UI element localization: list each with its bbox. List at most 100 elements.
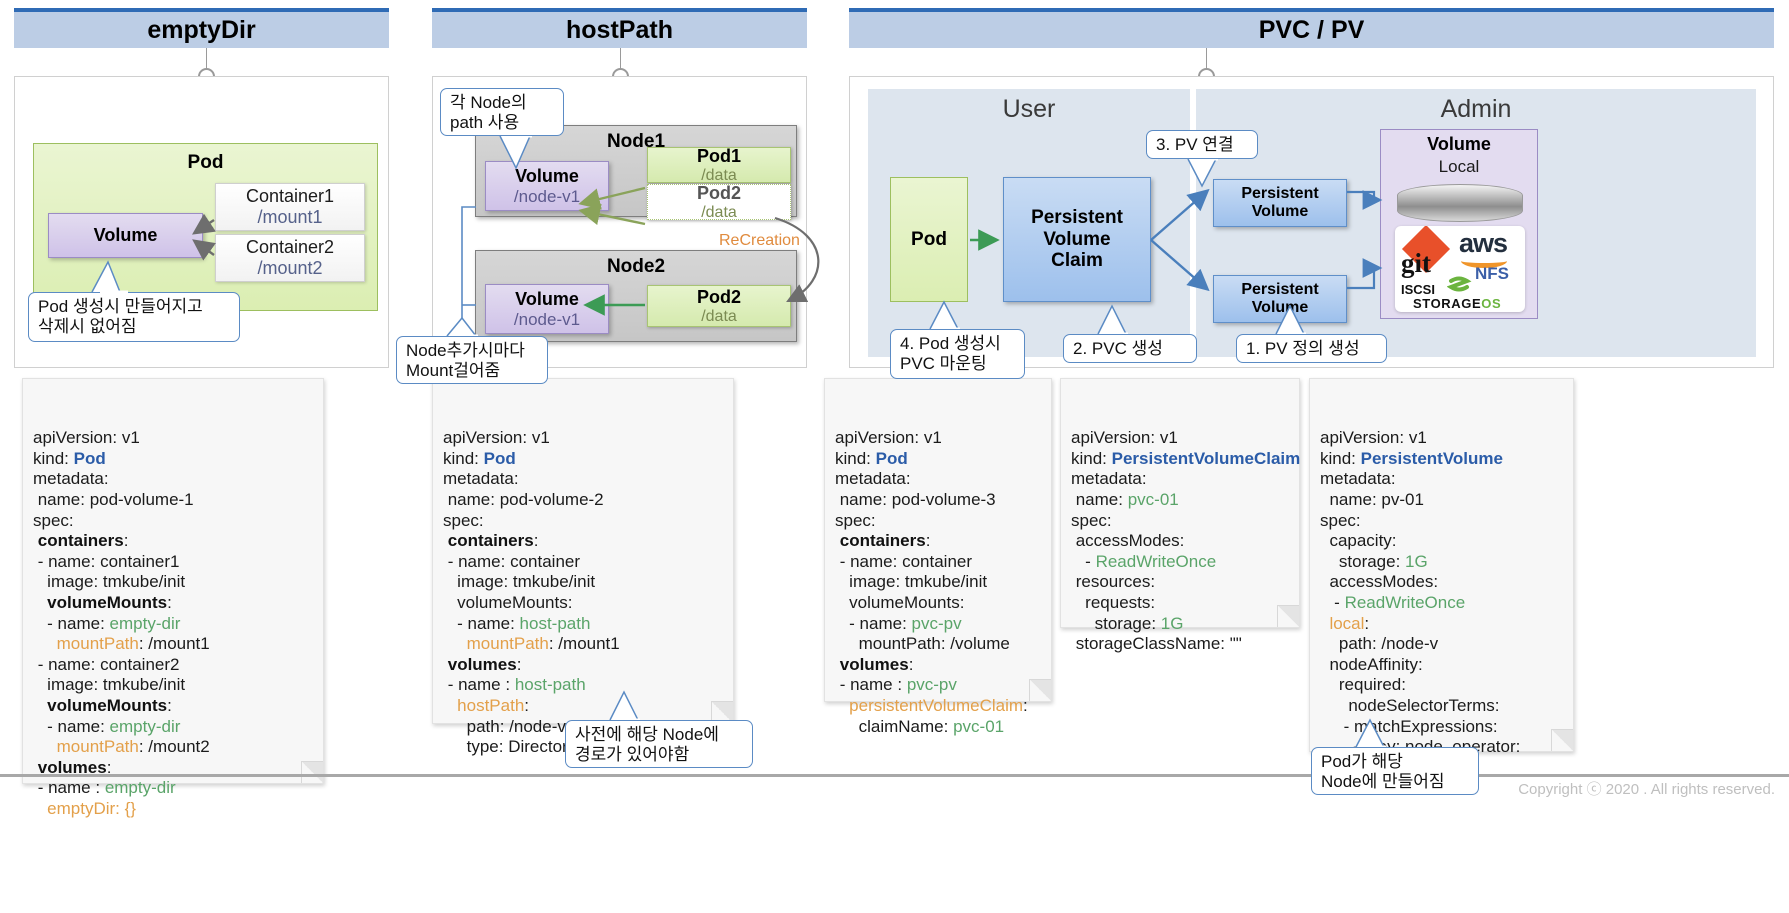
- yaml-line: nodeAffinity:: [1320, 654, 1423, 674]
- connector-stem-pvcpv: [1206, 48, 1207, 74]
- yaml-line: kind: PersistentVolume: [1320, 448, 1503, 468]
- yaml-line: mountPath: /mount1: [56, 634, 210, 654]
- yaml-line: volumeMounts:: [835, 592, 965, 612]
- panel-pvcpv: User Admin Pod Persistent Volume Claim P…: [849, 76, 1774, 368]
- node-1-pod-2: Pod2 /data: [647, 182, 791, 221]
- zone-admin-title: Admin: [1440, 95, 1512, 123]
- node-1-pod-1-path: /data: [701, 166, 737, 184]
- node-2-pod-1-name: Pod2: [696, 286, 741, 307]
- page-fold-icon: [1029, 679, 1051, 701]
- yaml-line: spec:: [1320, 510, 1361, 530]
- yaml-line: type: Directory: [443, 737, 577, 757]
- yaml-line: apiVersion: v1: [1320, 428, 1427, 448]
- yaml-line: metadata:: [33, 469, 109, 489]
- yaml-line: volumes:: [37, 757, 112, 777]
- storageos-logo-icon: STORAGEOS: [1413, 296, 1502, 311]
- yaml-line: - name: container: [835, 551, 973, 571]
- yaml-line: local:: [1329, 613, 1370, 633]
- yaml-line: storage: 1G: [1320, 551, 1428, 571]
- yaml-line: mountPath: /mount1: [466, 634, 620, 654]
- section-header-emptydir: emptyDir: [14, 8, 389, 48]
- pv-box-1-label: Persistent Volume: [1241, 184, 1319, 220]
- connector-stem-hostpath: [620, 48, 621, 74]
- yaml-line: - name: container1: [33, 551, 180, 571]
- yaml-line: - name : host-path: [443, 675, 586, 695]
- yaml-line: metadata:: [1071, 469, 1147, 489]
- container-1-name: Container1: [245, 186, 335, 206]
- node-1-volume-path: /node-v1: [513, 186, 581, 206]
- aws-smile-shape: [1461, 254, 1507, 268]
- yaml-line: volumes:: [839, 654, 914, 674]
- yaml-line: name: pod-volume-3: [835, 489, 996, 509]
- container-box-1: Container1 /mount1: [215, 183, 365, 231]
- pvc-label: Persistent Volume Claim: [1031, 206, 1123, 272]
- yaml-line: spec:: [835, 510, 876, 530]
- section-title-emptydir: emptyDir: [147, 15, 256, 44]
- yaml-line: - name : empty-dir: [33, 778, 176, 798]
- yaml-line: volumes:: [447, 654, 522, 674]
- yaml-line: apiVersion: v1: [33, 428, 140, 448]
- volume-box-emptydir: Volume: [48, 213, 203, 258]
- callout-step1: 1. PV 정의 생성: [1236, 334, 1387, 363]
- yaml-line: - name: pvc-pv: [835, 613, 962, 633]
- yaml-line: spec:: [443, 510, 484, 530]
- yaml-line: - name: container: [443, 551, 581, 571]
- node-1-pod-2-name: Pod2: [696, 182, 741, 203]
- pv-box-2-label: Persistent Volume: [1241, 280, 1319, 316]
- callout-emptydir: Pod 생성시 만들어지고 삭제시 없어짐: [28, 292, 240, 342]
- node-1-pod-1-name: Pod1: [696, 145, 741, 166]
- storage-cylinder-icon: [1397, 184, 1523, 222]
- page-fold-icon: [1277, 605, 1299, 627]
- yaml-line: - name: host-path: [443, 613, 591, 633]
- yaml-line: - name: container2: [33, 654, 180, 674]
- container-2-mount: /mount2: [257, 258, 323, 278]
- yaml-line: requests:: [1071, 592, 1156, 612]
- yaml-line: image: tmkube/init: [835, 572, 988, 592]
- callout-hostpath-top: 각 Node의 path 사용: [440, 88, 564, 136]
- yaml-line: spec:: [1071, 510, 1112, 530]
- recreation-label: ReCreation: [719, 232, 800, 249]
- yaml-line: containers:: [37, 531, 129, 551]
- callout-hostpath-yaml: 사전에 해당 Node에 경로가 있어야함: [565, 720, 753, 768]
- storage-logos-card: git aws NFS ISCSI STORAGEOS: [1395, 226, 1525, 312]
- yaml-line: kind: Pod: [835, 448, 908, 468]
- storageos-mark-icon: [1447, 276, 1472, 292]
- pvcpv-pod-box: Pod: [890, 177, 968, 302]
- yaml-line: persistentVolumeClaim:: [849, 695, 1028, 715]
- yaml-line: apiVersion: v1: [443, 428, 550, 448]
- yaml-line: accessModes:: [1071, 531, 1185, 551]
- yaml-line: capacity:: [1320, 531, 1397, 551]
- yaml-line: mountPath: /mount2: [56, 737, 210, 757]
- yaml-line: volumeMounts:: [443, 592, 573, 612]
- yaml-line: containers:: [447, 531, 539, 551]
- yaml-line: - ReadWriteOnce: [1071, 551, 1217, 571]
- yaml-line: volumeMounts:: [47, 592, 172, 612]
- storage-subtitle: Local: [1438, 157, 1480, 176]
- callout-pv-yaml: Pod가 해당 Node에 만들어짐: [1311, 747, 1479, 795]
- page-fold-icon: [711, 701, 733, 723]
- pod-label-emptydir: Pod: [187, 152, 224, 173]
- iscsi-logo-icon: ISCSI: [1401, 282, 1435, 297]
- yaml-line: - name : pvc-pv: [835, 675, 957, 695]
- yaml-line: hostPath:: [457, 695, 530, 715]
- node-1-volume-box: Volume /node-v1: [485, 161, 609, 211]
- yaml-line: name: pvc-01: [1071, 489, 1179, 509]
- aws-logo-icon: aws: [1459, 228, 1508, 258]
- section-header-pvcpv: PVC / PV: [849, 8, 1774, 48]
- node-1-title: Node1: [606, 131, 666, 152]
- yaml-line: image: tmkube/init: [33, 572, 186, 592]
- container-2-name: Container2: [245, 237, 335, 257]
- yaml-line: accessModes:: [1320, 572, 1439, 592]
- yaml-line: name: pod-volume-1: [33, 489, 194, 509]
- callout-step2: 2. PVC 생성: [1063, 334, 1197, 363]
- node-2-volume-path: /node-v1: [513, 309, 581, 329]
- node-2-volume-label: Volume: [515, 288, 579, 309]
- node-1-pod-1: Pod1 /data: [647, 145, 791, 184]
- node-2-volume-box: Volume /node-v1: [485, 284, 609, 334]
